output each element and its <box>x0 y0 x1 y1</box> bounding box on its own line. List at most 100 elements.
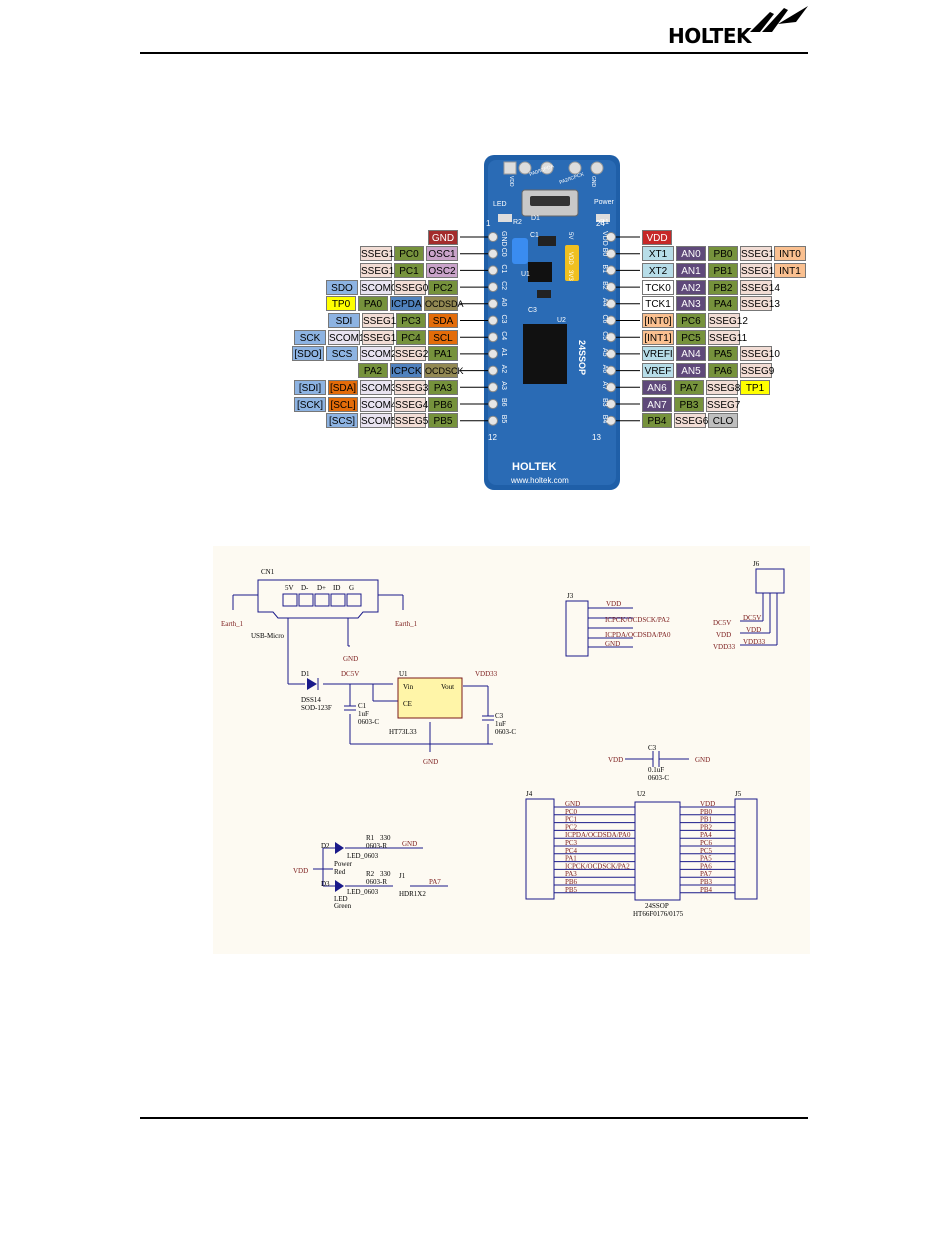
right-pin-label-vrefi: VREFI <box>642 346 674 362</box>
c1-pkg: 0603-C <box>358 718 379 726</box>
d3-pkg: LED_0603 <box>347 888 379 896</box>
silk-url: www.holtek.com <box>510 476 569 485</box>
right-pin-label-vdd: VDD <box>642 229 672 245</box>
schematic-panel: CN1 USB-Micro 5V D- D+ ID G Earth_1 Eart… <box>213 546 810 954</box>
usb-pin-5v: 5V <box>285 584 294 592</box>
u2-left-net: PA3 <box>565 870 577 878</box>
left-pin-silk: C3 <box>500 315 507 324</box>
u2-right-net: PC5 <box>700 847 713 855</box>
right-pin-label-an2: AN2 <box>676 279 706 295</box>
left-pin-label-sseg3: SSEG3 <box>394 379 428 395</box>
left-pin-label-scom1: SCOM1 <box>328 329 365 345</box>
right-pin-hole <box>606 315 616 326</box>
u2-left-net: PA1 <box>565 855 577 863</box>
u1-ref: U1 <box>399 670 408 678</box>
u2-right-net: PB2 <box>700 823 713 831</box>
left-pin-label-sck: [SCK] <box>294 396 326 412</box>
j5-ref: J5 <box>735 790 742 798</box>
left-pin-hole <box>488 298 498 309</box>
j3-net-icpck: ICPCK/OCDSCK/PA2 <box>605 616 670 624</box>
left-pin-label-osc2: OSC2 <box>426 262 458 278</box>
left-pin-label-pc2: PC2 <box>428 279 458 295</box>
c3-ref: C3 <box>648 744 657 752</box>
d3-led <box>335 880 344 892</box>
vdd33-net: VDD33 <box>475 670 498 678</box>
right-pin-hole <box>606 265 616 276</box>
left-pin-hole <box>488 315 498 326</box>
silk-r1: R1 <box>600 219 609 226</box>
left-pin-label-scs: [SCS] <box>326 413 358 429</box>
right-pin-label-an5: AN5 <box>676 363 706 379</box>
u2-left-net: PC3 <box>565 839 578 847</box>
right-pin-label-tck1: TCK1 <box>642 296 674 312</box>
right-pin-silk: B0 <box>601 248 608 257</box>
silk-c3: C3 <box>528 307 537 314</box>
u2-right-net: VDD <box>700 800 715 808</box>
u2-right-net: PA6 <box>700 862 712 870</box>
left-pin-silk: A1 <box>500 348 507 357</box>
u2-right-net: PB1 <box>700 816 713 824</box>
right-pin-silk: A4 <box>601 298 608 307</box>
u2-right-net: PB4 <box>700 886 713 894</box>
mcu-chip <box>523 324 567 384</box>
left-pin-silk: GND <box>500 231 507 247</box>
u2-right-net: PC6 <box>700 839 713 847</box>
c3-vdd: VDD <box>608 756 623 764</box>
header-rule <box>140 52 808 54</box>
usb-pin-dm: D- <box>301 584 309 592</box>
r2-pkg: 0603-R <box>366 878 387 886</box>
c1-ref: C1 <box>358 702 367 710</box>
silk-led: LED <box>493 201 507 208</box>
u2-left-net: GND <box>565 800 580 808</box>
u2-right-net: PA7 <box>700 870 712 878</box>
left-pin-silk: C0 <box>500 248 507 257</box>
left-pin-label-ocdsck: OCDSCK <box>424 363 464 379</box>
right-pin-label-sseg13: SSEG13 <box>740 296 780 312</box>
left-pin-silk: C2 <box>500 281 507 290</box>
right-pin-label-an6: AN6 <box>642 379 672 395</box>
right-pin-label-pa5: PA5 <box>708 346 738 362</box>
u1-regulator <box>397 677 463 719</box>
top-label-gnd: GND <box>590 176 596 188</box>
left-pin-silk: A0 <box>500 298 507 307</box>
r1-val: 330 <box>380 834 391 842</box>
right-pin-label-pa7: PA7 <box>674 379 704 395</box>
left-pin-hole <box>488 232 498 242</box>
d2-text: Power <box>334 860 353 868</box>
left-pin-label-sseg5: SSEG5 <box>394 413 428 429</box>
right-pin-hole <box>606 348 616 359</box>
silk-num-13: 13 <box>592 433 601 442</box>
right-pin-label-sseg9: SSEG9 <box>740 363 774 379</box>
right-pin-label-sseg10: SSEG10 <box>740 346 780 362</box>
u1-part: HT73L33 <box>389 728 417 736</box>
j3-net-icpda: ICPDA/OCDSDA/PA0 <box>605 631 671 639</box>
left-pin-silk: A2 <box>500 365 507 374</box>
regulator-chip <box>528 262 552 282</box>
right-pin-label-an3: AN3 <box>676 296 706 312</box>
right-pin-label-pb2: PB2 <box>708 279 738 295</box>
left-pin-label-sseg2: SSEG2 <box>394 346 428 362</box>
right-pin-label-pb1: PB1 <box>708 262 738 278</box>
left-pin-label-scom3: SCOM3 <box>360 379 397 395</box>
u2-left-net: PC1 <box>565 816 578 824</box>
left-pin-label-sda: SDA <box>428 313 458 328</box>
silk-5v: 5V <box>567 232 573 239</box>
right-pin-silk: B4 <box>601 415 608 424</box>
j1-part: HDR1X2 <box>399 890 426 898</box>
right-pin-silk: A7 <box>601 381 608 390</box>
left-pin-hole <box>488 332 498 343</box>
r1-pkg: 0603-R <box>366 842 387 850</box>
left-pin-silk: B5 <box>500 415 507 424</box>
right-pin-label-sseg8: SSEG8 <box>706 379 740 395</box>
left-pin-hole <box>488 415 498 426</box>
left-pin-silk: B6 <box>500 398 507 407</box>
schematic-drawing: CN1 USB-Micro 5V D- D+ ID G Earth_1 Eart… <box>221 560 785 918</box>
u2-right-net: PA4 <box>700 831 712 839</box>
earth-left: Earth_1 <box>221 620 244 628</box>
silk-chip-name: 24SSOP <box>577 340 587 375</box>
right-pin-label-sseg16: SSEG16 <box>740 246 780 262</box>
j6-connector <box>755 568 785 594</box>
silk-3v3: 3V3 <box>567 270 573 281</box>
left-pin-label-sdo: [SDO] <box>292 346 324 362</box>
u2-left-net: PB6 <box>565 878 578 886</box>
